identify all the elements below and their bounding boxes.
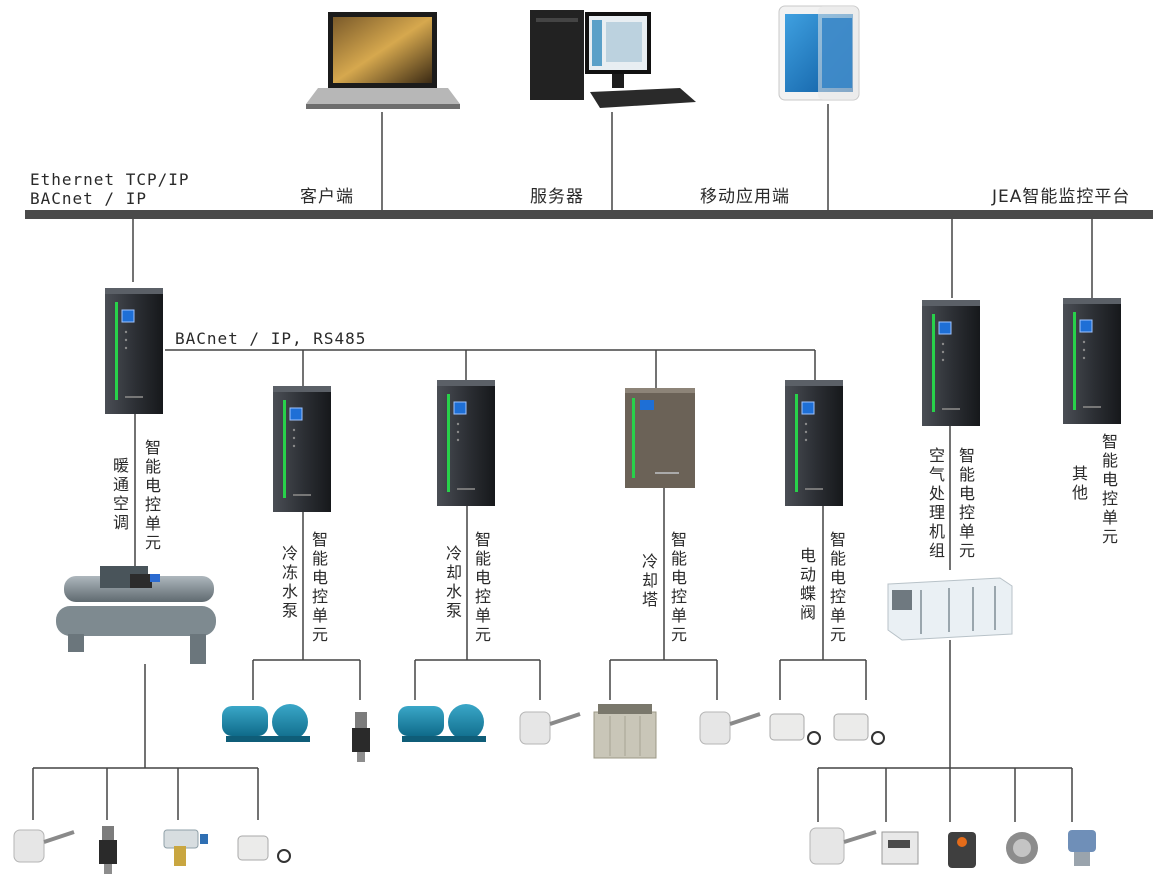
unit-name-cooling-pump: 冷却水泵: [445, 544, 462, 620]
unit-name-ahu: 空气处理机组: [928, 446, 945, 560]
valve-actuator-icon: [1068, 830, 1096, 866]
air-handling-unit: [887, 577, 1013, 641]
unit-name-chilled-pump: 冷冻水泵: [281, 544, 298, 620]
temperature-sensor-icon: [699, 711, 761, 745]
unit-name-hvac: 暖通空调: [112, 456, 129, 532]
valve-actuator-icon: [237, 835, 291, 863]
pressure-sensor-icon: [352, 712, 370, 762]
temperature-sensor-icon: [809, 827, 877, 865]
controller-label-chilled-pump: 智能电控单元: [311, 530, 328, 644]
controller-cabinet-hvac: [104, 287, 164, 415]
controller-module-icon: [881, 831, 919, 865]
controller-cabinet-other: [1062, 297, 1122, 425]
client-label: 客户端: [300, 187, 354, 207]
flow-switch-icon: [163, 829, 208, 866]
controller-cabinet-ahu: [921, 299, 981, 427]
cooling-tower-icon: [593, 704, 657, 759]
chiller-unit: [56, 566, 216, 664]
valve-actuator-icon: [769, 713, 821, 745]
server-label: 服务器: [530, 187, 584, 207]
controller-cabinet-chilled-pump: [272, 385, 332, 513]
valve-actuator-icon: [833, 713, 885, 745]
controller-label-other: 智能电控单元: [1101, 432, 1118, 546]
sub-bus-label: BACnet / IP, RS485: [175, 329, 367, 348]
water-pump-icon: [398, 704, 486, 742]
protocol-label: Ethernet TCP/IP BACnet / IP: [30, 170, 190, 208]
desktop-computer-icon: [530, 10, 696, 108]
unit-name-butterfly-valve: 电动蝶阀: [799, 546, 816, 622]
pressure-sensor-icon: [99, 826, 117, 874]
ethernet-bus: [25, 210, 1153, 219]
tablet-icon: [778, 5, 860, 101]
controller-label-cooling-tower: 智能电控单元: [670, 530, 687, 644]
laptop-icon: [306, 12, 460, 109]
controller-cabinet-butterfly-valve: [784, 379, 844, 507]
controller-label-butterfly-valve: 智能电控单元: [829, 530, 846, 644]
controller-label-cooling-pump: 智能电控单元: [474, 530, 491, 644]
protocol-line-2: BACnet / IP: [30, 189, 147, 208]
controller-label-hvac: 智能电控单元: [144, 438, 161, 552]
protocol-line-1: Ethernet TCP/IP: [30, 170, 190, 189]
platform-label: JEA智能监控平台: [992, 187, 1131, 207]
water-pump-icon: [222, 704, 310, 742]
mobile-label: 移动应用端: [700, 187, 790, 207]
unit-name-other: 其他: [1071, 464, 1088, 502]
differential-pressure-switch-icon: [1006, 832, 1038, 864]
controller-cabinet-cooling-tower: [625, 388, 695, 488]
temperature-sensor-icon: [519, 711, 581, 745]
controller-label-ahu: 智能电控单元: [958, 446, 975, 560]
damper-actuator-icon: [948, 832, 976, 868]
temperature-sensor-icon: [13, 829, 75, 863]
unit-name-cooling-tower: 冷却塔: [641, 552, 658, 609]
controller-cabinet-cooling-pump: [436, 379, 496, 507]
